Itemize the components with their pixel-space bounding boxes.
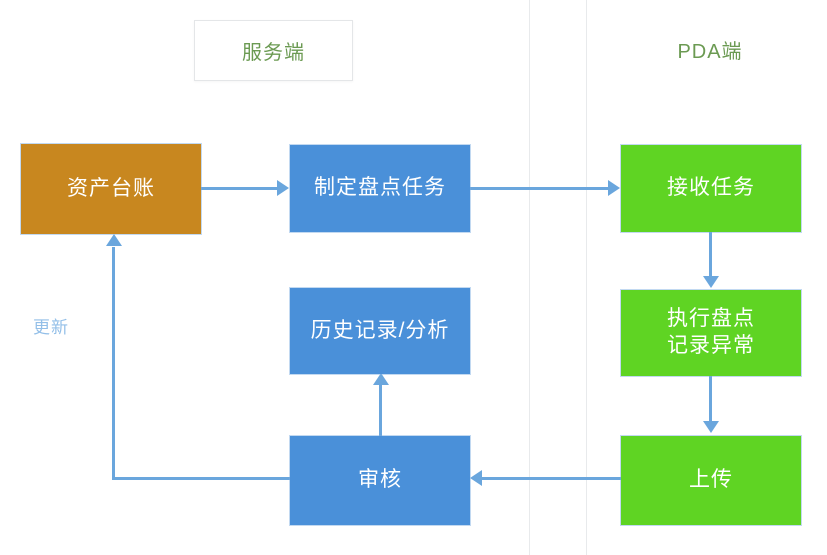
edge-review-to-history-arrow (373, 373, 389, 385)
lane-header-pda: PDA端 (620, 20, 800, 79)
node-create-task-label: 制定盘点任务 (314, 176, 446, 200)
edge-label-update: 更新 (33, 318, 69, 337)
node-create-task[interactable]: 制定盘点任务 (290, 145, 470, 232)
node-history-label: 历史记录/分析 (310, 318, 450, 342)
node-upload-label: 上传 (689, 468, 733, 492)
edge-task-to-receive-arrow (608, 180, 620, 196)
edge-review-to-ledger-v (112, 247, 115, 480)
edge-receive-to-execute-arrow (703, 276, 719, 288)
edge-execute-to-upload-arrow (703, 421, 719, 433)
edge-upload-to-review-line (482, 477, 621, 480)
edge-receive-to-execute-line (709, 232, 712, 278)
node-receive-task-label: 接收任务 (667, 176, 755, 200)
node-receive-task[interactable]: 接收任务 (621, 145, 801, 232)
node-execute[interactable]: 执行盘点 记录异常 (621, 290, 801, 376)
edge-review-to-ledger-h (112, 477, 292, 480)
lane-divider-2 (586, 0, 587, 555)
lane-divider-1 (529, 0, 530, 555)
edge-task-to-receive-line (470, 187, 610, 190)
node-asset-ledger[interactable]: 资产台账 (21, 144, 201, 234)
edge-execute-to-upload-line (709, 375, 712, 423)
edge-ledger-to-task-line (201, 187, 279, 190)
lane-header-pda-label: PDA端 (677, 41, 743, 63)
node-history[interactable]: 历史记录/分析 (290, 288, 470, 374)
lane-header-server: 服务端 (194, 20, 353, 81)
edge-review-to-history-line (379, 385, 382, 436)
node-review-label: 审核 (358, 468, 402, 492)
node-execute-label-line2: 记录异常 (667, 334, 755, 357)
edge-review-to-ledger-arrow (106, 234, 122, 246)
node-execute-label-line1: 执行盘点 (667, 307, 755, 331)
edge-ledger-to-task-arrow (277, 180, 289, 196)
node-upload[interactable]: 上传 (621, 436, 801, 525)
node-asset-ledger-label: 资产台账 (67, 176, 155, 200)
lane-header-server-label: 服务端 (242, 42, 305, 64)
node-review[interactable]: 审核 (290, 436, 470, 525)
edge-upload-to-review-arrow (470, 470, 482, 486)
